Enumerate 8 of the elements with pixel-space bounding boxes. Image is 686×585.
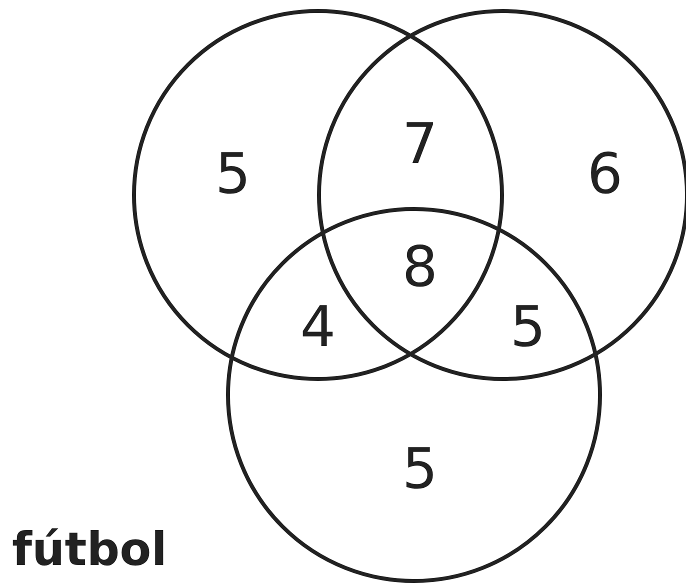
region-count: 5 — [402, 442, 438, 498]
set-name: fútbol — [12, 526, 168, 572]
region-count: 5 — [215, 147, 251, 203]
region-count: 6 — [587, 147, 623, 203]
region-count: 5 — [510, 300, 546, 356]
region-count: 7 — [402, 117, 438, 173]
region-count: 4 — [300, 300, 336, 356]
region-count: 8 — [402, 240, 438, 296]
